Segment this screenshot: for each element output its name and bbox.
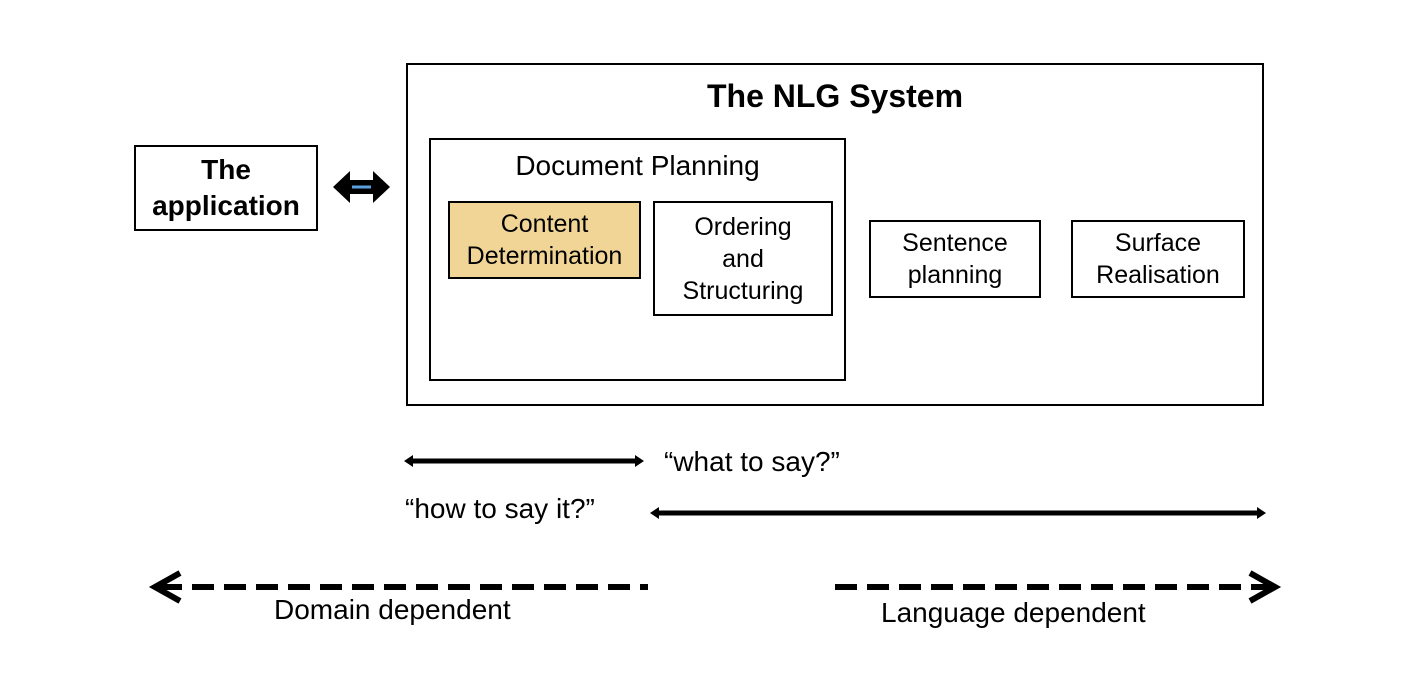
content-determination-box: Content Determination <box>448 201 641 279</box>
what-to-say-range-arrow <box>404 455 644 467</box>
ordering-structuring-box: Ordering and Structuring <box>653 201 833 316</box>
ordering-line3: Structuring <box>682 276 804 305</box>
content-determination-line2: Determination <box>466 242 623 270</box>
ordering-line2: and <box>722 244 764 273</box>
surface-realisation-line2: Realisation <box>1096 261 1220 289</box>
bidirectional-arrow-icon <box>333 171 390 203</box>
document-planning-title: Document Planning <box>515 150 760 181</box>
how-to-say-label: “how to say it?” <box>405 493 595 524</box>
sentence-planning-line2: planning <box>907 261 1003 289</box>
sentence-planning-line1: Sentence <box>902 229 1008 257</box>
what-to-say-label: “what to say?” <box>664 446 840 477</box>
sentence-planning-box: Sentence planning <box>869 220 1041 298</box>
how-to-say-range-arrow <box>650 507 1266 519</box>
content-determination-line1: Content <box>500 210 589 238</box>
surface-realisation-box: Surface Realisation <box>1071 220 1245 298</box>
application-label-line2: application <box>152 190 300 221</box>
ordering-line1: Ordering <box>694 212 792 241</box>
language-dependent-label: Language dependent <box>881 597 1146 628</box>
application-label-line1: The <box>201 154 251 185</box>
domain-dependent-label: Domain dependent <box>274 594 511 625</box>
surface-realisation-line1: Surface <box>1114 229 1202 257</box>
nlg-system-title: The NLG System <box>706 78 964 114</box>
language-dependent-arrow <box>835 570 1282 604</box>
application-box: The application <box>134 145 318 231</box>
domain-dependent-arrow <box>148 570 648 604</box>
